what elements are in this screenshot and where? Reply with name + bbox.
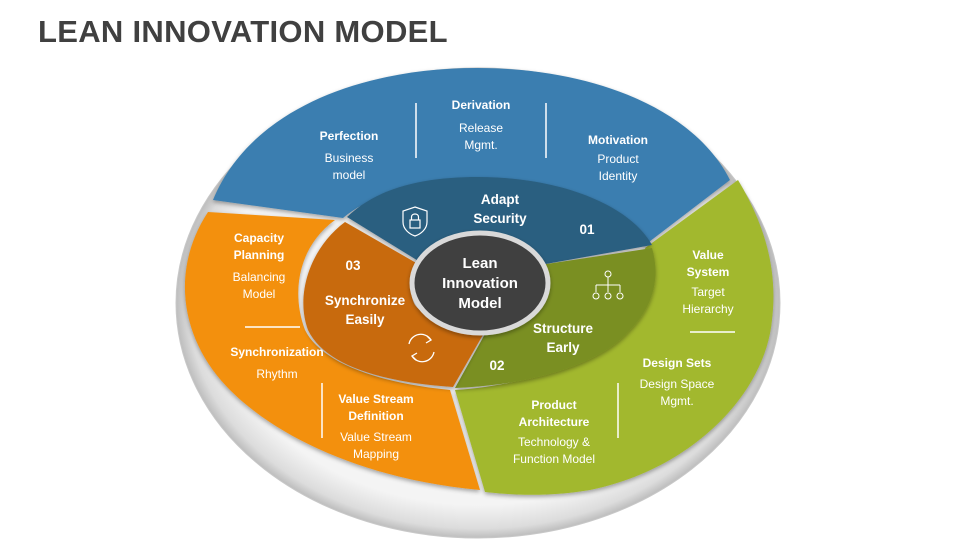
inner-segment-synchronize [303, 222, 488, 387]
center-line-2: Innovation [442, 275, 518, 292]
product-arch-desc-1: Technology & [518, 435, 590, 449]
value-stream-desc-2: Mapping [353, 447, 399, 461]
inner-segment-structure [455, 248, 656, 388]
synchronize-line-2: Easily [345, 312, 385, 327]
dividers [245, 103, 735, 438]
shield-lock-icon [402, 206, 428, 237]
inner-segment-adapt [347, 177, 652, 265]
value-system-title-2: System [687, 265, 730, 279]
derivation-desc-2: Mgmt. [464, 138, 497, 152]
capacity-desc-2: Model [243, 287, 276, 301]
synchronize-number: 03 [345, 258, 361, 273]
value-stream-title-1: Value Stream [338, 392, 413, 406]
segment-orange [184, 212, 480, 490]
value-system-desc-1: Target [691, 285, 725, 299]
perfection-title: Perfection [320, 129, 379, 143]
synchronization-title: Synchronization [230, 345, 323, 359]
design-sets-title: Design Sets [643, 356, 712, 370]
motivation-title: Motivation [588, 133, 648, 147]
structure-line-1: Structure [533, 321, 594, 336]
capacity-title-1: Capacity [234, 231, 284, 245]
value-stream-title-2: Definition [348, 409, 403, 423]
value-system-title-1: Value [692, 248, 724, 262]
center-line-3: Model [458, 295, 501, 312]
hierarchy-icon [592, 270, 624, 300]
cycle-arrows-icon [408, 333, 435, 363]
center-line-1: Lean [462, 255, 497, 272]
derivation-desc-1: Release [459, 121, 503, 135]
adapt-number: 01 [579, 222, 595, 237]
product-arch-title-2: Architecture [519, 415, 590, 429]
segment-blue [213, 68, 730, 245]
design-sets-desc-2: Mgmt. [660, 394, 693, 408]
capacity-desc-1: Balancing [233, 270, 286, 284]
capacity-title-2: Planning [234, 248, 285, 262]
design-sets-desc-1: Design Space [640, 377, 715, 391]
adapt-line-1: Adapt [481, 192, 520, 207]
perfection-desc-1: Business [325, 151, 374, 165]
product-arch-title-1: Product [531, 398, 576, 412]
adapt-line-2: Security [473, 211, 527, 226]
center-hub [409, 230, 551, 336]
structure-line-2: Early [546, 340, 580, 355]
perfection-desc-2: model [333, 168, 366, 182]
synchronize-line-1: Synchronize [325, 293, 406, 308]
synchronization-desc: Rhythm [256, 367, 297, 381]
page-title: LEAN INNOVATION MODEL [38, 14, 448, 49]
value-stream-desc-1: Value Stream [340, 430, 412, 444]
motivation-desc-2: Identity [599, 169, 638, 183]
structure-number: 02 [489, 358, 504, 373]
motivation-desc-1: Product [597, 152, 639, 166]
value-system-desc-2: Hierarchy [682, 302, 733, 316]
product-arch-desc-2: Function Model [513, 452, 595, 466]
derivation-title: Derivation [452, 98, 511, 112]
